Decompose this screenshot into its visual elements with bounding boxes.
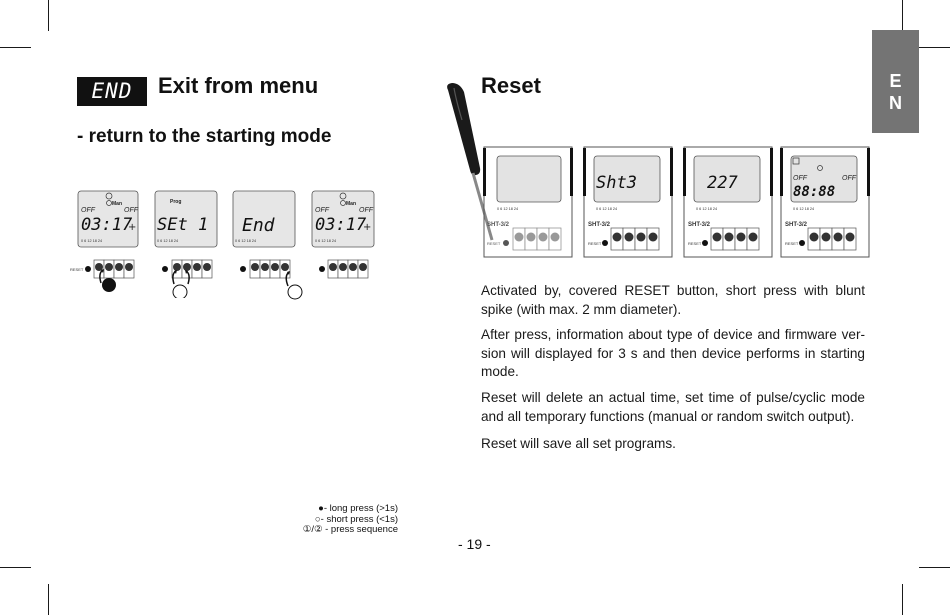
hand-icon: [106, 200, 112, 206]
reset-label: RESET: [487, 241, 501, 246]
timer-device-illustration: Man OFF OFF 03:17 + 0 6 12 18 24: [311, 190, 375, 279]
model-label: SHT-3/2: [785, 222, 808, 228]
paragraph: After press, information about type of d…: [481, 327, 865, 379]
hour-ruler: 0 6 12 18 24: [315, 239, 336, 243]
long-press-marker: [102, 278, 116, 292]
model-label: SHT-3/2: [688, 222, 711, 228]
short-press-marker: [287, 284, 303, 300]
sun-icon: +: [363, 222, 371, 233]
legend-text: - long press (>1s): [323, 503, 398, 514]
lcd-main-value: 88:88: [793, 184, 835, 200]
svg-text:0 6 12 18 24: 0 6 12 18 24: [696, 207, 717, 211]
svg-text:0 6 12 18 24: 0 6 12 18 24: [596, 207, 617, 211]
sun-icon: +: [128, 222, 136, 233]
sequence-number-icon: ①/②: [302, 524, 323, 535]
reset-label: RESET: [688, 241, 702, 246]
crop-mark: [919, 47, 950, 48]
hour-ruler: 0 6 12 18 24: [235, 239, 256, 243]
model-label: SHT-3/2: [588, 222, 611, 228]
lcd-main-value: 03:17: [81, 215, 133, 235]
legend-long-press: ●- long press (>1s): [318, 503, 398, 514]
clock-icon: [105, 192, 113, 200]
timer-device-illustration: End 0 6 12 18 24: [232, 190, 303, 300]
reset-label: RESET: [785, 241, 799, 246]
svg-text:0 6 12 18 24: 0 6 12 18 24: [497, 207, 518, 211]
crop-mark: [48, 584, 49, 615]
off-label: OFF: [793, 175, 808, 182]
crop-mark: [0, 47, 31, 48]
off-label: OFF: [359, 207, 374, 214]
mode-label: Man: [112, 201, 122, 207]
page-number: - 19 -: [458, 536, 491, 552]
language-tab: E N: [872, 30, 919, 133]
paragraph: Reset will delete an actual time, set ti…: [481, 390, 865, 424]
off-label: OFF: [124, 207, 139, 214]
section-title-exit: Exit from menu: [158, 73, 319, 98]
reset-device-illustration: 227 0 6 12 18 24 SHT-3/2 RESET: [683, 146, 773, 258]
lcd-main-value: 03:17: [315, 215, 367, 235]
short-press-marker: [172, 284, 188, 298]
section-subtitle: - return to the starting mode: [77, 126, 332, 147]
reset-device-illustration: Sht3 0 6 12 18 24 SHT-3/2 RESET: [583, 146, 673, 258]
lcd-main-value: 227: [707, 173, 738, 193]
mode-label: Man: [346, 201, 356, 207]
language-letter: E: [889, 71, 902, 91]
crop-mark: [0, 567, 31, 568]
crop-mark: [902, 0, 903, 31]
svg-text:0 6 12 18 24: 0 6 12 18 24: [793, 207, 814, 211]
section-title-reset: Reset: [481, 73, 541, 98]
off-label: OFF: [315, 207, 330, 214]
off-label: OFF: [842, 175, 857, 182]
lcd-main-value: End: [242, 215, 276, 236]
paragraph: Activated by, covered RESET button, shor…: [481, 283, 865, 317]
legend-text: - press sequence: [322, 524, 398, 535]
language-letter: N: [889, 93, 902, 113]
mode-label: Prog: [170, 199, 181, 205]
model-label: SHT-3/2: [487, 222, 510, 228]
reset-device-illustration: 0 6 12 18 24 SHT-3/2 RESET: [483, 146, 573, 258]
timer-device-illustration: Man OFF OFF 03:17 + 0 6 12 18 24 RESET: [70, 190, 139, 292]
legend-sequence: ①/② - press sequence: [303, 524, 398, 535]
end-display-badge: END: [77, 77, 147, 106]
filled-circle-icon: ●: [318, 503, 324, 514]
lcd-main-value: SEt 1: [157, 215, 208, 235]
empty-circle-icon: ○: [314, 514, 321, 525]
hour-ruler: 0 6 12 18 24: [81, 239, 102, 243]
reset-device-illustration: OFF OFF 88:88 0 6 12 18 24 SHT-3/2 RESET: [780, 146, 870, 258]
crop-mark: [902, 584, 903, 615]
legend-text: - short press (<1s): [320, 514, 398, 525]
off-label: OFF: [81, 207, 96, 214]
screwdriver-illustration: [447, 83, 494, 241]
crop-mark: [919, 567, 950, 568]
reset-label: RESET: [70, 267, 84, 272]
crop-mark: [48, 0, 49, 31]
reset-label: RESET: [588, 241, 602, 246]
legend-short-press: ○- short press (<1s): [315, 514, 398, 525]
timer-device-illustration: Prog SEt 1 0 6 12 18 24: [154, 190, 218, 298]
hour-ruler: 0 6 12 18 24: [157, 239, 178, 243]
lcd-main-value: Sht3: [596, 173, 637, 193]
paragraph: Reset will save all set programs.: [481, 436, 676, 451]
